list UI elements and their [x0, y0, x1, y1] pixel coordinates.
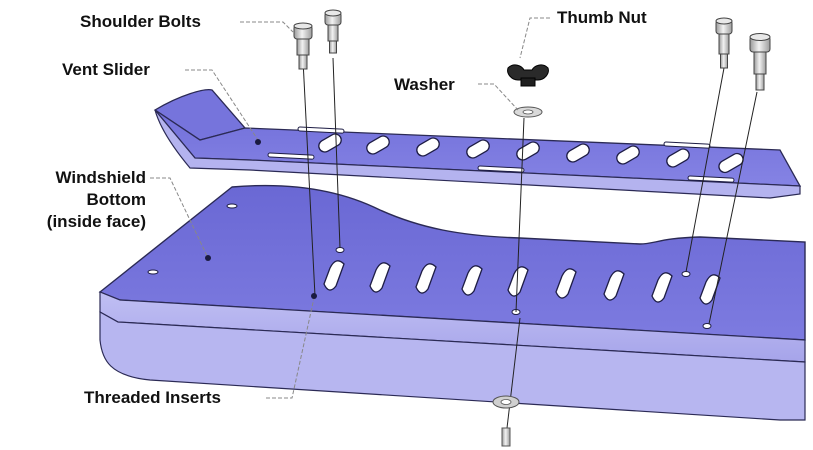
leader-dots	[205, 139, 317, 299]
shoulder-bolt-icon	[324, 9, 342, 54]
leader-dot	[255, 139, 261, 145]
label-threaded-inserts: Threaded Inserts	[84, 388, 221, 407]
leader-windshield-bottom	[150, 177, 209, 259]
leader-shoulder-bolts	[240, 21, 294, 33]
bolt-shoulder	[753, 51, 767, 75]
vent-slot	[566, 143, 590, 163]
bolt-thread	[755, 73, 765, 91]
thumb-nut-icon	[507, 64, 549, 87]
vent-slider-tab	[153, 89, 247, 141]
bolt-thread	[298, 54, 308, 70]
mounting-hole	[147, 269, 159, 275]
label-washer: Washer	[394, 75, 455, 94]
threaded-insert-icon	[501, 427, 511, 447]
label-thumb-nut: Thumb Nut	[557, 8, 647, 27]
threaded-insert-hole	[335, 247, 345, 253]
bottom-panel-vent-slots	[323, 260, 721, 305]
guide-slot	[687, 175, 735, 183]
washer-icon	[492, 395, 520, 409]
guide-slot	[663, 141, 711, 149]
label-vent-slider: Vent Slider	[62, 60, 150, 79]
mounting-hole	[226, 203, 238, 209]
axis-line	[506, 317, 521, 429]
threaded-insert-hole	[681, 271, 691, 277]
bolt-thread	[329, 40, 337, 54]
vent-slot	[369, 262, 391, 293]
axis-line	[515, 117, 525, 313]
shoulder-bolt-icon	[293, 22, 313, 70]
washer-icon	[513, 106, 543, 118]
axis-line	[332, 57, 341, 249]
label-shoulder-bolts: Shoulder Bolts	[80, 12, 201, 31]
bolt-shoulder	[327, 24, 339, 42]
vent-slider-front-edge	[154, 109, 801, 199]
vent-slider-guide-slots	[267, 126, 735, 183]
thumb-nut-body	[520, 77, 536, 87]
assembly-axis-lines	[302, 57, 758, 429]
guide-slot	[267, 152, 315, 160]
threaded-insert-hole	[702, 323, 712, 329]
guide-slot	[297, 126, 345, 134]
shoulder-bolt-icon	[749, 33, 771, 91]
vent-slot	[323, 260, 345, 291]
vent-slot	[366, 135, 390, 155]
axis-line	[685, 67, 725, 273]
windshield-bottom-lower-lip	[99, 310, 806, 421]
label-windshield-bottom-line2: Bottom	[86, 190, 146, 209]
vent-slot	[651, 272, 673, 303]
vent-slot	[466, 139, 490, 159]
guide-slot	[477, 165, 525, 173]
windshield-bottom-panel	[98, 184, 806, 421]
bolt-thread	[720, 53, 728, 69]
leader-washer	[478, 83, 519, 111]
axis-line	[708, 91, 758, 325]
thumb-nut-wings	[507, 64, 549, 81]
shoulder-bolt-icon	[715, 17, 733, 69]
vent-slot	[416, 137, 440, 157]
vent-slot	[415, 263, 437, 294]
leader-dot	[311, 293, 317, 299]
bolt-shoulder	[296, 38, 310, 56]
vent-slider-part	[153, 89, 802, 199]
vent-slot	[699, 274, 721, 305]
label-windshield-bottom-line1: Windshield	[55, 168, 146, 187]
vent-slot	[718, 152, 744, 174]
bolt-shoulder	[718, 33, 730, 55]
windshield-bottom-top-face	[98, 184, 806, 341]
label-windshield-bottom: Windshield Bottom (inside face)	[10, 167, 146, 233]
vent-slot	[666, 148, 690, 168]
vent-slot	[461, 265, 483, 296]
axis-line	[302, 59, 316, 297]
leader-vent-slider	[185, 69, 259, 141]
leader-threaded-inserts	[266, 297, 315, 399]
leader-dot	[205, 255, 211, 261]
vent-slot	[555, 268, 577, 299]
leader-lines	[150, 17, 550, 399]
vent-slot	[603, 270, 625, 301]
vent-slot	[616, 145, 640, 165]
label-windshield-bottom-line3: (inside face)	[46, 212, 146, 231]
leader-thumb-nut	[519, 17, 550, 59]
